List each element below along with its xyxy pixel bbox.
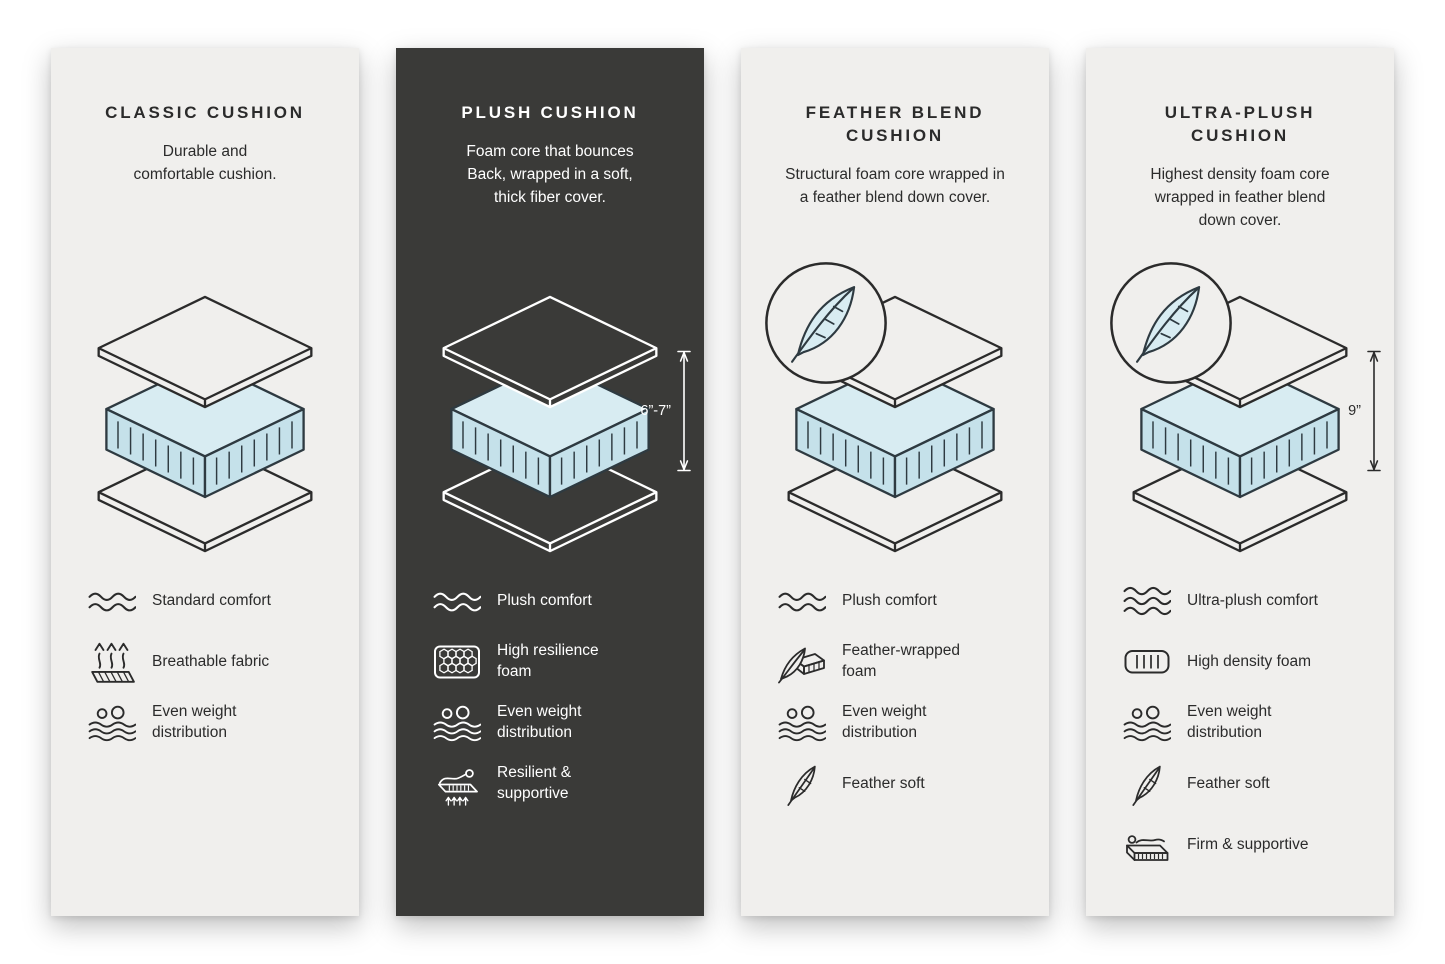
waves-2-icon: [432, 579, 482, 623]
feature-label: Firm & supportive: [1187, 835, 1309, 853]
cushion-diagram: [89, 294, 321, 555]
feature-label: Even weight distribution: [1187, 703, 1272, 741]
feature-item: Even weight distribution: [777, 701, 1023, 745]
feature-item: Breathable fabric: [87, 640, 333, 684]
feather-icon: [777, 762, 827, 806]
panel-title: FEATHER BLEND CUSHION: [805, 103, 985, 145]
feather-icon: [1122, 762, 1172, 806]
feature-item: Even weight distribution: [432, 701, 678, 745]
feature-item: Ultra-plush comfort: [1122, 579, 1368, 623]
cushion-layers-illustration: [89, 294, 321, 555]
feature-item: Even weight distribution: [1122, 701, 1368, 745]
cushion-diagram: 6”-7”: [434, 294, 666, 555]
cushion-layers-illustration: [434, 294, 666, 555]
feature-item: Feather soft: [1122, 762, 1368, 806]
feature-label: Plush comfort: [497, 591, 592, 609]
feature-label: Feather-wrapped foam: [842, 642, 961, 680]
panel-description: Foam core that bounces Back, wrapped in …: [466, 142, 634, 206]
waves-2-icon: [87, 579, 137, 623]
panel-title: PLUSH CUSHION: [461, 103, 639, 122]
panel-header: PLUSH CUSHION Foam core that bounces Bac…: [422, 102, 678, 260]
panel-header: FEATHER BLEND CUSHION Structural foam co…: [767, 102, 1023, 260]
firm-supportive-icon: [1122, 823, 1172, 867]
feather-badge-icon: [763, 260, 889, 386]
measurement-arrow-icon: [676, 350, 692, 472]
honeycomb-foam-icon: [432, 640, 482, 684]
feature-label: Resilient & supportive: [497, 764, 572, 802]
even-weight-icon: [87, 701, 137, 745]
feature-list: Ultra-plush comfort High density foam Ev…: [1112, 579, 1368, 867]
measurement-arrow-icon: [1366, 350, 1382, 472]
feature-label: Feather soft: [1187, 774, 1270, 792]
feature-item: Even weight distribution: [87, 701, 333, 745]
feature-label: Plush comfort: [842, 591, 937, 609]
height-measurement-label: 9”: [1348, 403, 1361, 419]
feather-badge-graphic: [763, 260, 889, 386]
feature-item: Firm & supportive: [1122, 823, 1368, 867]
feature-item: Standard comfort: [87, 579, 333, 623]
feature-item: Plush comfort: [432, 579, 678, 623]
feature-item: Feather soft: [777, 762, 1023, 806]
breathable-fabric-icon: [87, 640, 137, 684]
cushion-panel-plush: PLUSH CUSHION Foam core that bounces Bac…: [396, 48, 704, 916]
height-measurement: 6”-7”: [640, 350, 692, 472]
high-density-foam-icon: [1122, 640, 1172, 684]
feather-badge-icon: [1108, 260, 1234, 386]
waves-3-icon: [1122, 579, 1172, 623]
feature-label: High density foam: [1187, 652, 1312, 670]
feature-label: Feather soft: [842, 774, 925, 792]
panel-description: Structural foam core wrapped in a feathe…: [785, 165, 1005, 206]
resilient-supportive-icon: [432, 762, 482, 806]
height-measurement-label: 6”-7”: [640, 403, 671, 419]
feature-label: Standard comfort: [152, 591, 271, 609]
feature-list: Standard comfort Breathable fabric Even …: [77, 579, 333, 745]
even-weight-icon: [777, 701, 827, 745]
panel-title: CLASSIC CUSHION: [105, 103, 305, 122]
feature-label: Even weight distribution: [842, 703, 927, 741]
feature-list: Plush comfort High resilience foam Even …: [422, 579, 678, 806]
cushion-diagram: [779, 294, 1011, 555]
panel-header: ULTRA-PLUSH CUSHION Highest density foam…: [1112, 102, 1368, 260]
even-weight-icon: [432, 701, 482, 745]
cushion-panel-classic: CLASSIC CUSHION Durable and comfortable …: [51, 48, 359, 916]
even-weight-icon: [1122, 701, 1172, 745]
cushion-panel-feather-blend: FEATHER BLEND CUSHION Structural foam co…: [741, 48, 1049, 916]
height-measurement: 9”: [1348, 350, 1382, 472]
feature-item: Resilient & supportive: [432, 762, 678, 806]
cushion-comparison-board: CLASSIC CUSHION Durable and comfortable …: [51, 48, 1394, 916]
feature-item: Plush comfort: [777, 579, 1023, 623]
feature-label: Ultra-plush comfort: [1187, 591, 1318, 609]
feature-list: Plush comfort Feather-wrapped foam Even …: [767, 579, 1023, 806]
feature-label: High resilience foam: [497, 642, 599, 680]
cushion-panel-ultra-plush: ULTRA-PLUSH CUSHION Highest density foam…: [1086, 48, 1394, 916]
panel-description: Durable and comfortable cushion.: [133, 142, 277, 183]
waves-2-icon: [777, 579, 827, 623]
feather-wrapped-foam-icon: [777, 640, 827, 684]
panel-title: ULTRA-PLUSH CUSHION: [1164, 103, 1316, 145]
feature-label: Even weight distribution: [497, 703, 582, 741]
feature-label: Breathable fabric: [152, 652, 270, 670]
feature-item: High density foam: [1122, 640, 1368, 684]
feature-item: High resilience foam: [432, 640, 678, 684]
feather-badge-graphic: [1108, 260, 1234, 386]
feature-label: Even weight distribution: [152, 703, 237, 741]
panel-header: CLASSIC CUSHION Durable and comfortable …: [77, 102, 333, 260]
cushion-diagram: 9”: [1124, 294, 1356, 555]
panel-description: Highest density foam core wrapped in fea…: [1150, 165, 1330, 229]
feature-item: Feather-wrapped foam: [777, 640, 1023, 684]
